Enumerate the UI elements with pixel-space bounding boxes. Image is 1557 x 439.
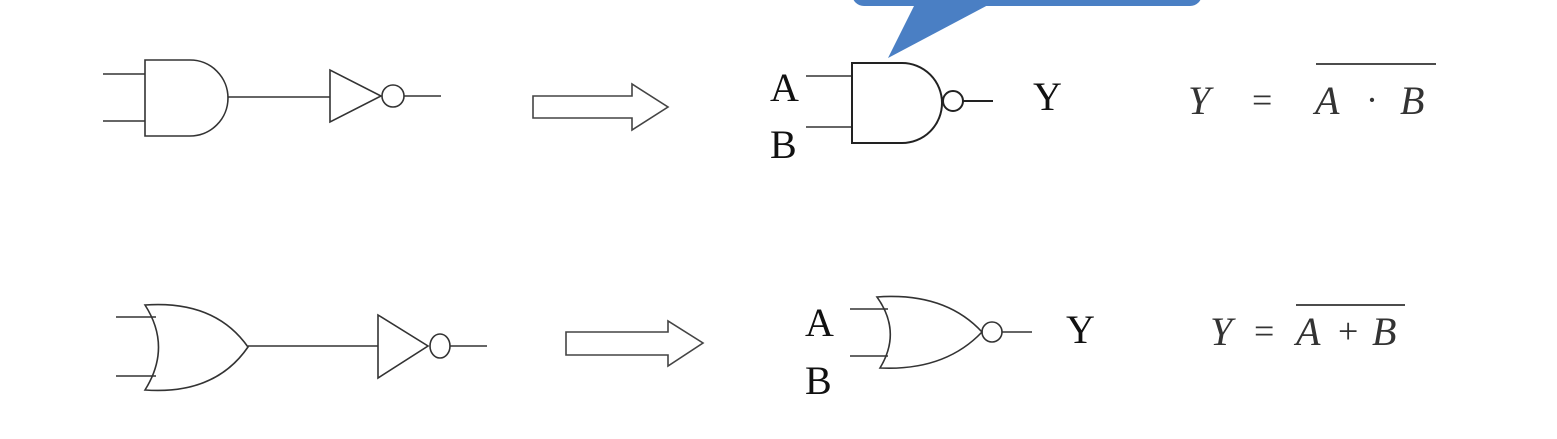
nor-input-b-label: B: [805, 358, 832, 403]
nor-output-label: Y: [1066, 307, 1095, 352]
nand-eq-equals: =: [1252, 80, 1272, 120]
or-gate-with-inverter: [116, 303, 487, 392]
or-gate: [143, 303, 249, 392]
nor-eq-var-b: B: [1372, 309, 1396, 354]
nand-eq-operator: ·: [1366, 80, 1378, 120]
nand-gate-symbol: A B Y: [770, 62, 1062, 167]
and-gate: [144, 59, 229, 137]
nand-equation: Y = A · B: [1188, 63, 1436, 123]
callout-pointer: [888, 4, 990, 58]
row-nand: A B Y Y = A · B: [103, 59, 1436, 167]
row-nor: A B Y Y = A + B: [116, 295, 1405, 403]
nor-equation: Y = A + B: [1210, 304, 1405, 354]
equivalence-arrow: [532, 82, 670, 132]
nand-eq-var-b: B: [1400, 78, 1424, 123]
equivalence-arrow-2: [565, 319, 705, 368]
not-gate: [329, 68, 383, 124]
nand-output-label: Y: [1033, 74, 1062, 119]
nand-input-a-label: A: [770, 65, 799, 110]
nor-eq-operator: +: [1338, 311, 1358, 351]
nor-bubble: [981, 321, 1003, 343]
not-bubble: [381, 84, 405, 108]
nand-gate: [851, 62, 943, 144]
nor-gate: [875, 295, 984, 369]
nor-eq-var-a: A: [1293, 309, 1321, 354]
nand-eq-lhs: Y: [1188, 78, 1214, 123]
not-gate-2: [377, 313, 430, 380]
callout-bubble: [853, 0, 1201, 58]
nand-eq-var-a: A: [1312, 78, 1340, 123]
and-gate-with-inverter: [103, 59, 441, 137]
nor-input-a-label: A: [805, 300, 834, 345]
nand-bubble: [942, 90, 964, 112]
not-bubble-2: [429, 333, 451, 359]
nand-input-b-label: B: [770, 122, 797, 167]
nor-gate-symbol: A B Y: [805, 295, 1095, 403]
nor-eq-equals: =: [1254, 311, 1274, 351]
callout-body: [853, 0, 1201, 6]
nor-eq-lhs: Y: [1210, 309, 1236, 354]
